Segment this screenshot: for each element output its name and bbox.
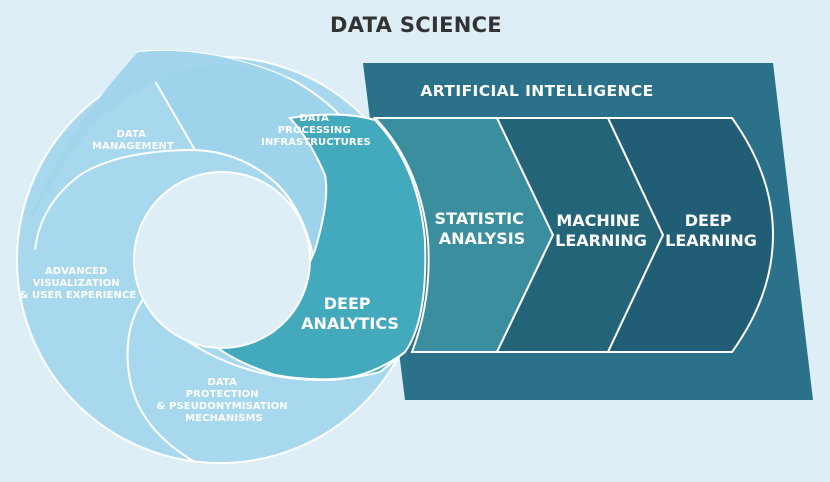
label-data-protection: DATA PROTECTION & PSEUDONYMISATION MECHA… [157,377,292,424]
label-statistic-analysis: STATISTIC ANALYSIS [435,209,530,248]
step-statistic-analysis [372,117,555,353]
segment-boundary-3 [159,319,406,382]
inner-circle [133,171,311,349]
label-data-processing: DATA PROCESSING INFRASTRUCTURES [261,113,371,148]
segment-boundary-1 [34,148,319,291]
segment-boundary-2 [126,289,196,463]
label-advanced-visualization: ADVANCED VISUALIZATION & USER EXPERIENCE [20,266,137,301]
ai-steps [372,117,775,353]
label-deep-analytics: DEEP ANALYTICS [301,294,399,333]
diagram-title: DATA SCIENCE [330,13,502,37]
data-science-circle [16,49,427,464]
label-data-management: DATA MANAGEMENT [92,129,174,152]
label-deep-learning: DEEP LEARNING [665,211,757,250]
ai-title: ARTIFICIAL INTELLIGENCE [420,82,653,100]
label-machine-learning: MACHINE LEARNING [555,211,647,250]
segment-data-management-top [30,50,293,221]
step-deep-learning [606,117,775,353]
